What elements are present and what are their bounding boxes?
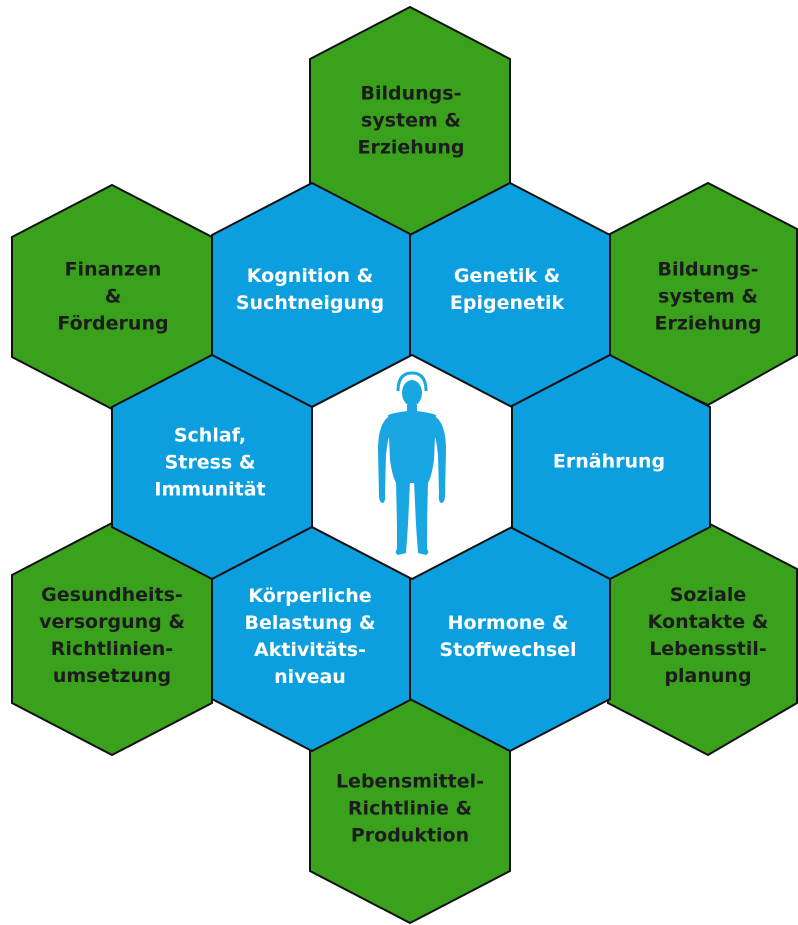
inner-label-kognition: Kognition & Suchtneigung — [235, 265, 385, 314]
outer-label-lebensmittel: Lebensmittel- Richtlinie & Produktion — [335, 770, 485, 847]
outer-label-gesundheitsversorgung: Gesundheits- versorgung & Richtlinien- u… — [39, 584, 185, 687]
inner-label-ernaehrung: Ernährung — [552, 450, 666, 473]
inner-label-genetik: Genetik & Epigenetik — [449, 265, 565, 314]
inner-label-hormone: Hormone & Stoffwechsel — [439, 612, 577, 661]
outer-label-finanzen: Finanzen & Förderung — [57, 258, 169, 335]
human-figure-icon — [378, 371, 446, 555]
inner-label-schlaf: Schlaf, Stress & Immunität — [154, 424, 266, 501]
outer-label-bildungssystem-top: Bildungs- system & Erziehung — [357, 82, 465, 159]
outer-label-bildungssystem-right: Bildungs- system & Erziehung — [654, 258, 762, 335]
inner-label-koerperliche-belastung: Körperliche Belastung & Aktivitäts- nive… — [244, 585, 376, 688]
outer-label-soziale-kontakte: Soziale Kontakte & Lebensstil- planung — [647, 584, 769, 687]
